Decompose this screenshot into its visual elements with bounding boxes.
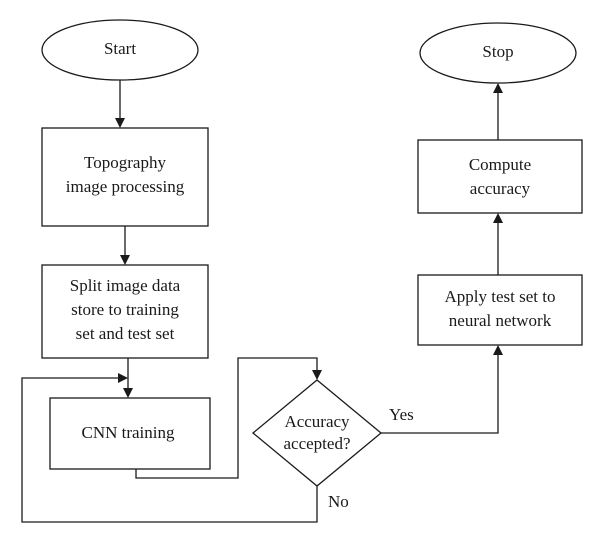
arrowhead-up-icon [493,213,503,223]
split-data-label-line2: store to training [71,300,179,319]
edge-apply-to-compute [493,213,503,275]
edge-compute-to-stop [493,83,503,140]
arrowhead-down-icon [115,118,125,128]
topography-processing-label-line2: image processing [66,177,185,196]
apply-test-set-node: Apply test set to neural network [417,274,583,346]
start-label: Start [104,39,136,58]
compute-accuracy-label-line2: accuracy [470,179,531,198]
split-data-label-line3: set and test set [76,324,175,343]
edge-start-to-topography [115,80,125,128]
edge-decision-no-loop-to-cnn [21,373,318,523]
arrowhead-down-icon [123,388,133,398]
arrowhead-right-icon [118,373,128,383]
decision-label-line1: Accuracy [284,412,350,431]
edge-split-to-cnn [123,358,133,398]
yes-label: Yes [389,405,414,424]
arrowhead-up-icon [493,83,503,93]
accuracy-decision-node: Accuracy accepted? [251,379,383,487]
arrowhead-down-icon [312,370,322,380]
apply-test-set-label-line2: neural network [449,311,552,330]
split-data-node: Split image data store to training set a… [41,264,209,359]
topography-processing-node: Topography image processing [41,127,209,227]
decision-label-line2: accepted? [284,434,351,453]
edge-cnn-to-decision [135,357,322,479]
apply-test-set-label-line1: Apply test set to [445,287,556,306]
cnn-training-label: CNN training [81,423,175,442]
edge-decision-yes-to-apply [381,345,503,434]
start-node: Start [41,19,199,81]
split-data-label-line1: Split image data [70,276,181,295]
edge-topography-to-split [120,226,130,265]
arrowhead-up-icon [493,345,503,355]
topography-processing-label-line1: Topography [84,153,166,172]
compute-accuracy-node: Compute accuracy [417,139,583,214]
compute-accuracy-label-line1: Compute [469,155,531,174]
no-label: No [328,492,349,511]
cnn-training-node: CNN training [49,397,211,470]
stop-node: Stop [419,22,577,84]
stop-label: Stop [482,42,513,61]
arrowhead-down-icon [120,255,130,265]
